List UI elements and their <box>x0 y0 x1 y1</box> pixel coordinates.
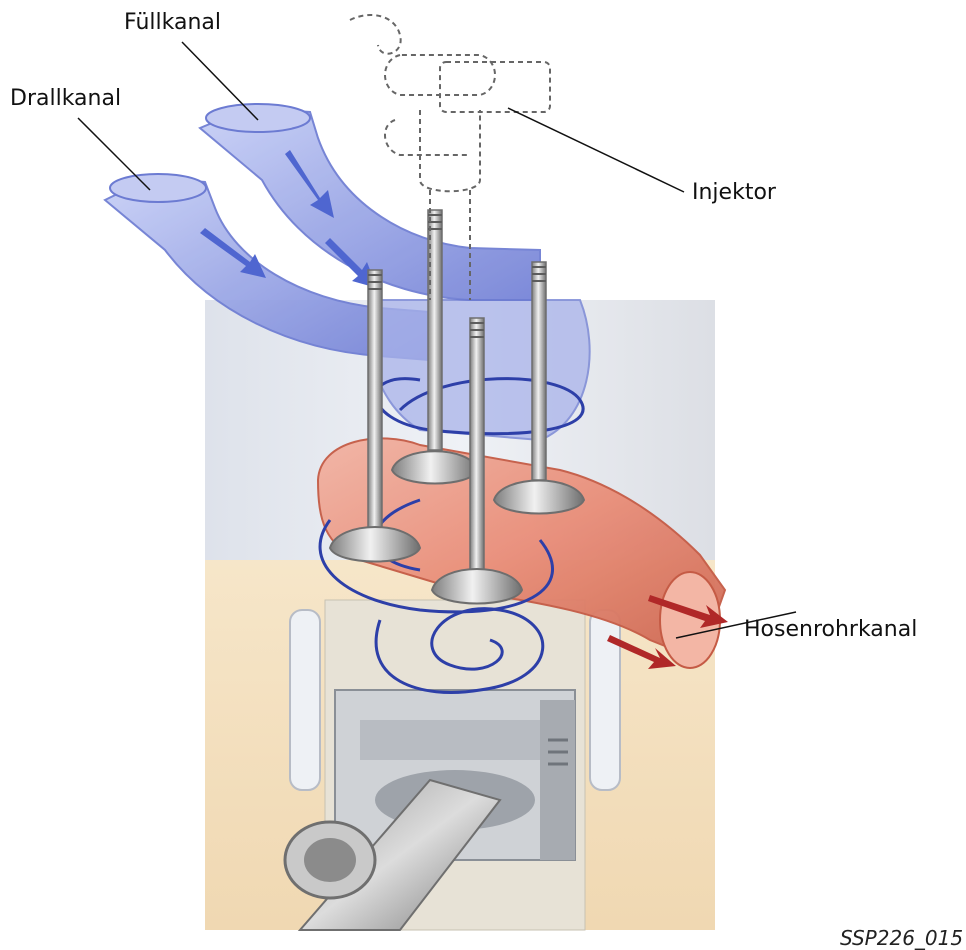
label-drallkanal: Drallkanal <box>10 88 121 110</box>
label-fuellkanal: Füllkanal <box>124 12 221 34</box>
figure-code: SSP226_015 <box>840 928 963 948</box>
label-injektor: Injektor <box>692 182 776 204</box>
label-hosenrohrkanal: Hosenrohrkanal <box>744 619 917 641</box>
